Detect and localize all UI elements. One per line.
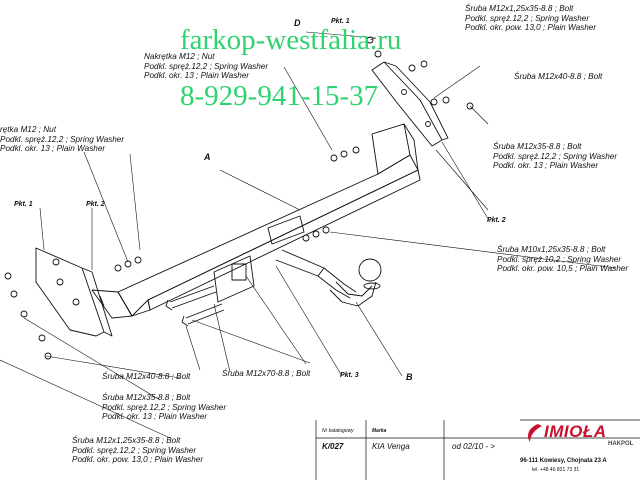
brand-caption: Marka — [372, 428, 387, 434]
imiola-logo: IMIOŁA HAKPOL — [524, 420, 636, 452]
letter-a: A — [204, 152, 211, 162]
pkt-3: Pkt. 3 — [340, 372, 359, 379]
title-block-frame — [315, 419, 640, 480]
pkt-2-right: Pkt. 2 — [487, 217, 506, 224]
letter-d: D — [294, 18, 301, 28]
company-tel: tel. +48 46 831 73 31 — [532, 467, 580, 473]
company-address: 96-111 Kowiesy, Chojnata 23 A — [520, 458, 607, 464]
logo-subtext: HAKPOL — [608, 441, 634, 447]
label-bottom-bolt-40: Śruba M12x40-8.8 ; Bolt — [102, 372, 191, 381]
label-bottom-bolt-70: Śruba M12x70-8.8 ; Bolt — [222, 369, 311, 378]
letter-b: B — [406, 372, 413, 382]
right-bracket — [371, 61, 449, 147]
valid-from: od 02/10 - > — [452, 442, 495, 451]
leader-lines — [0, 31, 617, 439]
watermark-phone: 8-929-941-15-37 — [180, 80, 379, 112]
logo-swoosh-icon — [528, 424, 542, 442]
brand-name: KIA Venga — [372, 442, 410, 451]
watermark-site: farkop-westfalia.ru — [180, 24, 402, 56]
logo-text: IMIOŁA — [544, 422, 607, 441]
catalog-caption: Nr katalogowy — [322, 428, 354, 434]
left-bracket — [35, 247, 133, 337]
label-right-bolt-40: Śruba M12x40-8.8 ; Bolt — [514, 72, 603, 81]
pkt-1-left: Pkt. 1 — [14, 201, 33, 208]
catalog-number: K/027 — [322, 442, 344, 451]
pkt-2-left: Pkt. 2 — [86, 201, 105, 208]
washers — [4, 36, 474, 360]
long-bolts — [165, 285, 225, 327]
pkt-1-top: Pkt. 1 — [331, 18, 350, 25]
ball-mount — [213, 215, 382, 307]
